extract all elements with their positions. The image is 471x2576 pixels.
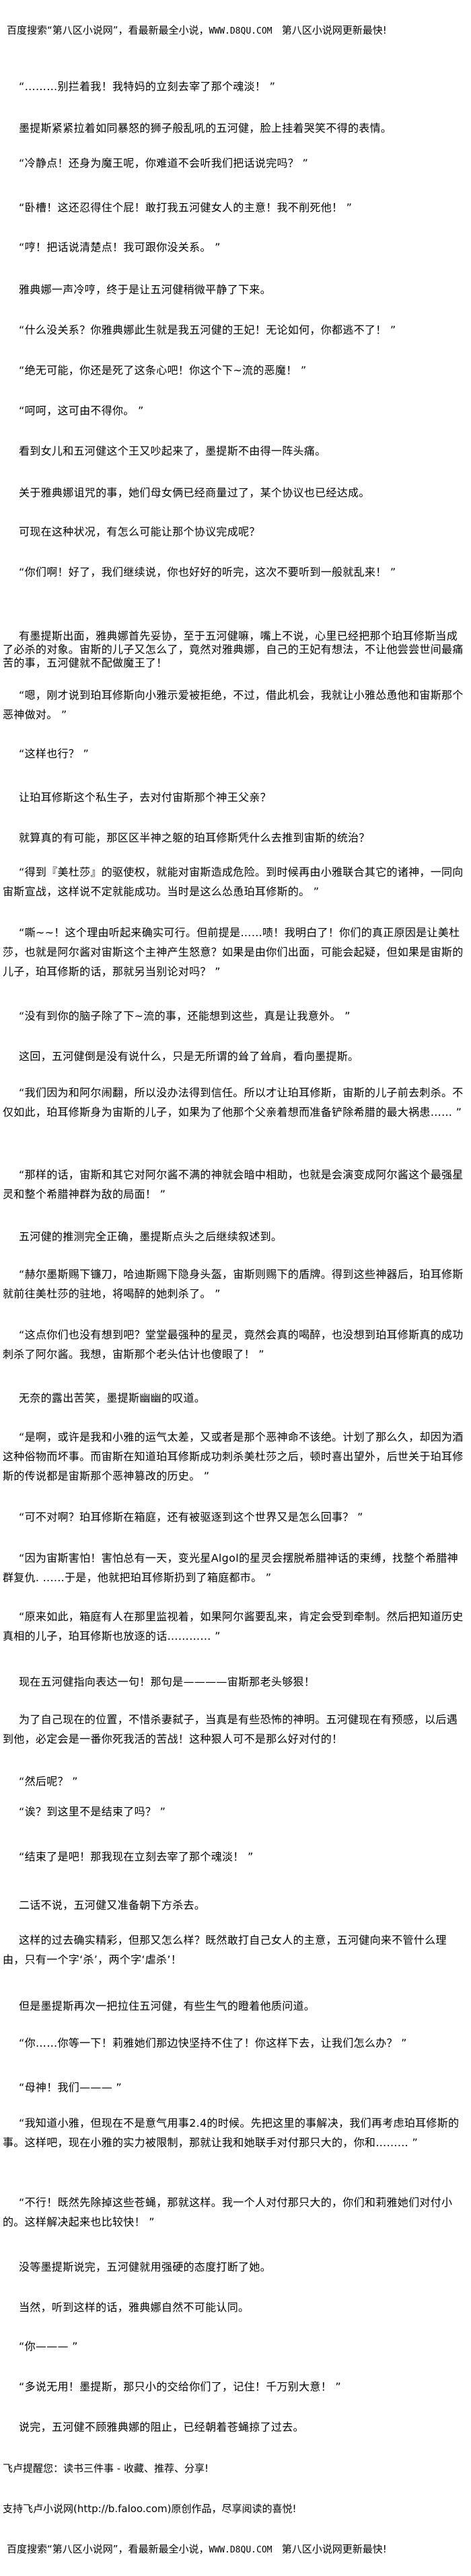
paragraph: “呵呵，这可由不得你。 ” bbox=[19, 404, 144, 417]
paragraph: “哼！把话说清楚点！我可跟你没关系。 ” bbox=[19, 241, 221, 254]
paragraph: “因为宙斯害怕！害怕总有一天，变光星Algol的星灵会摆脱希腊神话的束缚，找整个… bbox=[3, 1552, 458, 1584]
site-link[interactable]: WWW.D8QU.COM bbox=[209, 26, 273, 36]
paragraph: “这点你们也没有想到吧？堂堂最强种的星灵，竟然会真的喝醉，也没想到珀耳修斯真的成… bbox=[3, 1328, 464, 1361]
top-banner: 百度搜索“第八区小说网”，看最新最全小说，WWW.D8QU.COM 第八区小说网… bbox=[7, 24, 387, 38]
paragraph: 五河健的推测完全正确，墨提斯点头之后继续叙述到。 bbox=[19, 1230, 283, 1243]
paragraph: 有墨提斯出面，雅典娜首先妥协，至于五河健嘛，嘴上不说，心里已经把那个珀耳修斯当成… bbox=[3, 630, 464, 669]
paragraph: “你们啊！好了，我们继续说，你也好好的听完，这次不要听到一般就乱来！ ” bbox=[19, 566, 396, 578]
site-link[interactable]: WWW.D8QU.COM bbox=[209, 2545, 273, 2555]
paragraph: “这样也行？ ” bbox=[19, 747, 89, 760]
paragraph: “你——— ” bbox=[19, 2340, 78, 2353]
paragraph: “得到『美杜莎』的驱使权，就能对宙斯造成危险。到时候再由小雅联合其它的诸神，一同… bbox=[3, 866, 464, 898]
paragraph: “母神！我们——— ” bbox=[19, 2081, 122, 2094]
paragraph: 这样的过去确实精彩，但那又怎么样？既然敢打自己女人的主意，五河健向来不管什么理由… bbox=[3, 1934, 447, 1966]
bottom-banner: 百度搜索“第八区小说网”，看最新最全小说，WWW.D8QU.COM 第八区小说网… bbox=[7, 2542, 387, 2557]
paragraph: 雅典娜一声冷哼，终于是让五河健稍微平静了下来。 bbox=[19, 283, 271, 296]
paragraph: “嘶~~！这个理由听起来确实可行。但前提是……啧！我明白了！你们的真正原因是让美… bbox=[3, 926, 464, 978]
paragraph: “诶？到这里不是结束了吗？ ” bbox=[19, 1805, 166, 1818]
paragraph: 看到女儿和五河健这个王又吵起来了，墨提斯不由得一阵头痛。 bbox=[19, 445, 326, 457]
paragraph: “我知道小雅，但现在不是意气用事2.4的时候。先把这里的事解决，我们再考虑珀耳修… bbox=[3, 2117, 460, 2149]
paragraph: 为了自己现在的位置，不惜杀妻弑子，当真是有些恐怖的神明。五河健现在有预感，以后遇… bbox=[3, 1713, 458, 1745]
paragraph: “我们因为和阿尔闹翻，所以没办法得到信任。所以才让珀耳修斯，宙斯的儿子前去刺杀。… bbox=[3, 1086, 464, 1119]
paragraph: “结束了是吧！那我现在立刻去宰了那个魂淡！ ” bbox=[19, 1850, 254, 1863]
paragraph: 无奈的露出苦笑，墨提斯幽幽的叹道。 bbox=[19, 1392, 206, 1404]
paragraph: 但是墨提斯再次一把拉住五河健，有些生气的瞪着他质问道。 bbox=[19, 2000, 316, 2012]
paragraph: “那样的话，宙斯和其它对阿尔酱不满的神就会暗中相助，也就是会演变成阿尔酱这个最强… bbox=[3, 1168, 464, 1201]
paragraph: “然后呢？ ” bbox=[19, 1775, 78, 1788]
faloo-support: 支持飞卢小说网(http://b.faloo.com)原创作品，尽享阅读的喜悦! bbox=[3, 2503, 297, 2515]
paragraph: “多说无用！墨提斯，那只小的交给你们了，记住！千万别大意！ ” bbox=[19, 2380, 341, 2393]
banner-slogan: 第八区小说网更新最快! bbox=[281, 2543, 387, 2555]
paragraph: “嗯，刚才说到珀耳修斯向小雅示爱被拒绝，不过，借此机会，我就让小雅怂恿他和宙斯那… bbox=[3, 689, 464, 721]
paragraph: “不行！既然先除掉这些苍蝇，那就这样。我一个人对付那只大的，你们和莉雅她们对付小… bbox=[3, 2196, 453, 2228]
banner-search-text: 百度搜索“第八区小说网”，看最新最全小说， bbox=[7, 2543, 209, 2555]
paragraph: 现在五河健指向表达一句！那句是————宙斯那老头够狠！ bbox=[19, 1675, 316, 1688]
paragraph: 当然，听到这样的话，雅典娜自然不可能认同。 bbox=[19, 2301, 250, 2314]
paragraph: 墨提斯紧紧拉着如同暴怒的狮子般乱吼的五河健，脸上挂着哭笑不得的表情。 bbox=[19, 122, 392, 135]
paragraph: “可不对啊？珀耳修斯在箱庭，还有被驱逐到这个世界又是怎么回事？ ” bbox=[19, 1511, 363, 1523]
paragraph: 这回，五河健倒是没有说什么，只是无所谓的耸了耸肩，看向墨提斯。 bbox=[19, 1050, 359, 1063]
banner-search-text: 百度搜索“第八区小说网”，看最新最全小说， bbox=[7, 24, 209, 36]
banner-slogan: 第八区小说网更新最快! bbox=[281, 24, 387, 36]
paragraph: “………别拦着我！我特妈的立刻去宰了那个魂淡！ ” bbox=[19, 80, 276, 93]
paragraph: “赫尔墨斯赐下镰刀，哈迪斯赐下隐身头盔，宙斯则赐下的盾牌。得到这些神器后，珀耳修… bbox=[3, 1268, 464, 1300]
paragraph: “什么没关系？你雅典娜此生就是我五河健的王妃！无论如何，你都逃不了！ ” bbox=[19, 324, 396, 336]
paragraph: “卧槽！这还忍得住个屁！敢打我五河健女人的主意！我不削死他！ ” bbox=[19, 201, 353, 214]
paragraph: 说完，五河健不顾雅典娜的阻止，已经朝着苍蝇掠了过去。 bbox=[19, 2421, 304, 2433]
paragraph: “绝无可能，你还是死了这条心吧！你这个下~流的恶魔！ ” bbox=[19, 364, 307, 377]
paragraph: “没有到你的脑子除了下~流的事，还能想到这些，真是让我意外。 ” bbox=[19, 1010, 351, 1022]
paragraph: 让珀耳修斯这个私生子，去对付宙斯那个神王父亲？ bbox=[19, 791, 271, 804]
paragraph: 可现在这种状况，有怎么可能让那个协议完成呢？ bbox=[19, 525, 260, 538]
paragraph: 二话不说，五河健又准备朝下方杀去。 bbox=[19, 1899, 206, 1911]
paragraph: “是啊，或许是我和小雅的运气太差，又或者是那个恶神命不该绝。计划了那么久，却因为… bbox=[3, 1431, 464, 1482]
paragraph: 关于雅典娜诅咒的事，她们母女俩已经商量过了，某个协议也已经达成。 bbox=[19, 486, 370, 499]
paragraph: 没等墨提斯说完，五河健就用强硬的态度打断了她。 bbox=[19, 2261, 271, 2273]
paragraph: “你……你等一下！莉雅她们那边快坚持不住了！你这样下去，让我们怎么办？ ” bbox=[19, 2037, 407, 2049]
paragraph: “原来如此，箱庭有人在那里监视着，如果阿尔酱要乱来，肯定会受到牵制。然后把知道历… bbox=[3, 1610, 464, 1642]
paragraph: “冷静点！还身为魔王呢，你难道不会听我们把话说完吗？ ” bbox=[19, 157, 309, 169]
paragraph: 就算真的有可能，那区区半神之躯的珀耳修斯凭什么去推到宙斯的统治？ bbox=[19, 831, 370, 844]
faloo-tip: 飞卢提醒您：读书三件事 - 收藏、推荐、分享! bbox=[3, 2462, 209, 2474]
